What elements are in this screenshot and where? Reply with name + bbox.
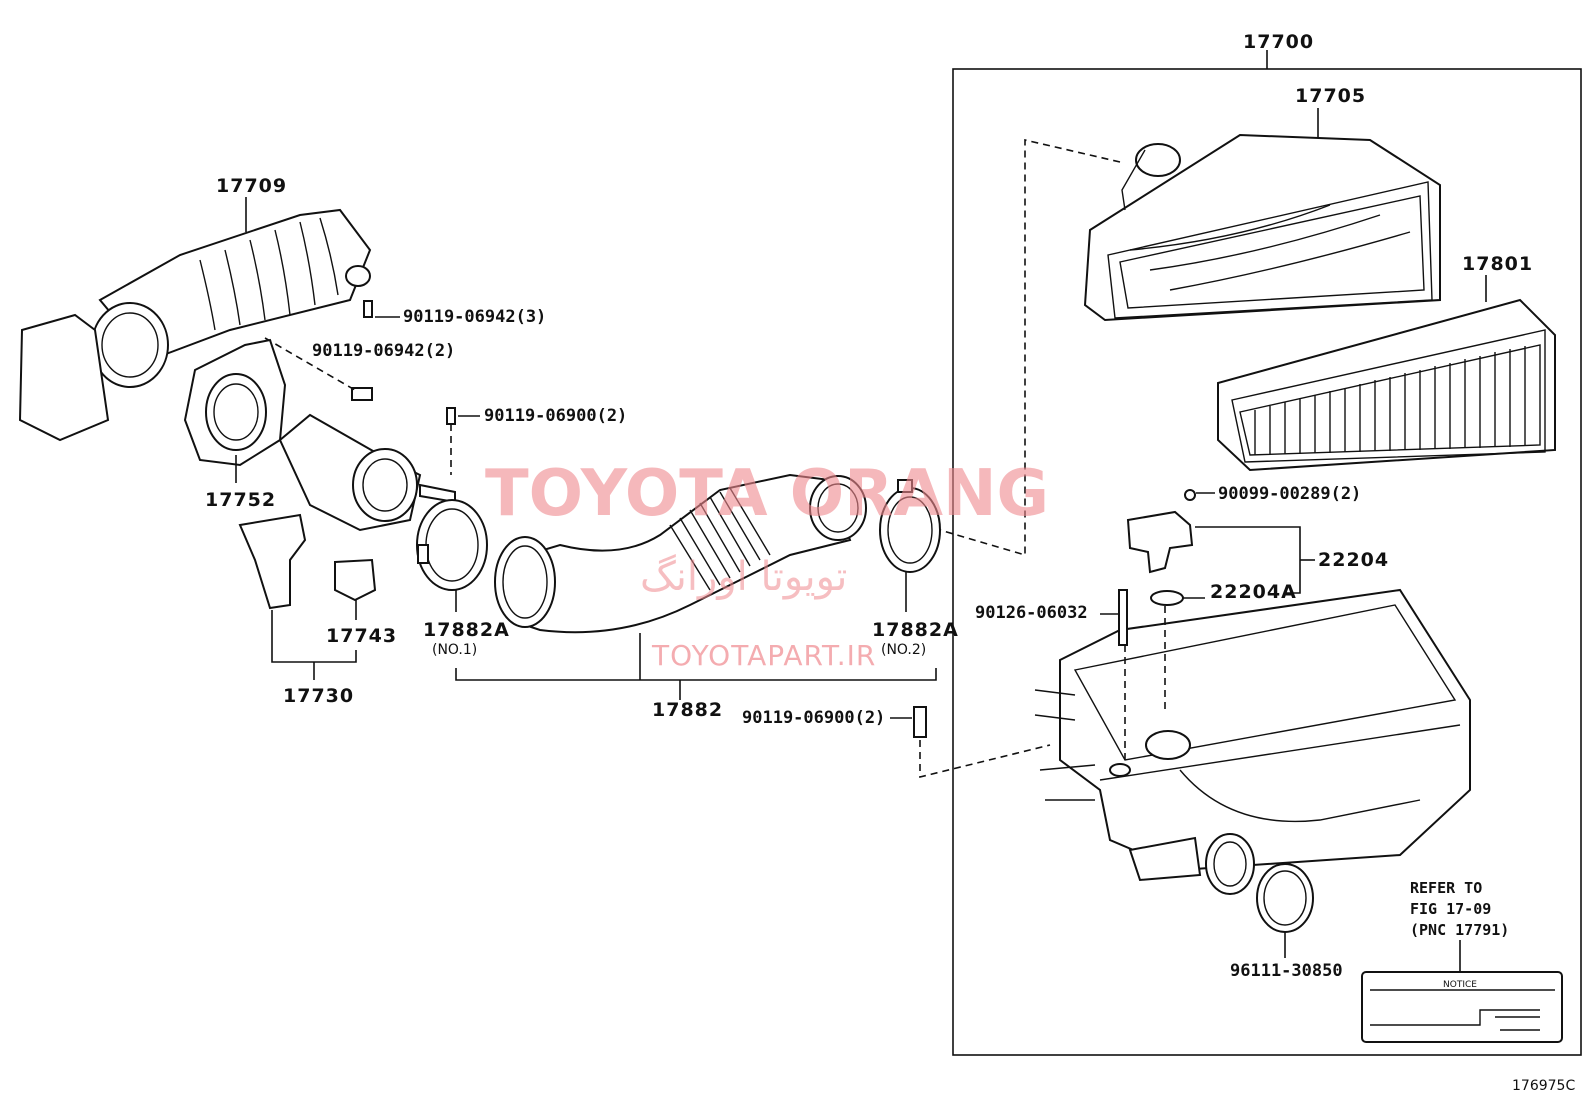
refer-line-2: FIG 17-09 [1410, 900, 1491, 918]
figure-id: 176975C [1512, 1078, 1575, 1094]
label-17700: 17700 [1243, 31, 1314, 53]
adapter-17752 [183, 338, 287, 467]
label-90119-06942-3: 90119-06942(3) [403, 307, 546, 327]
notice-text: NOTICE [1443, 980, 1477, 990]
notice-label [1361, 971, 1563, 1043]
label-17882: 17882 [652, 699, 723, 721]
watermark-main: TOYOTA ORANG [485, 457, 1049, 531]
hose-clamp-96111 [1256, 863, 1314, 933]
intake-hose-17709 [18, 208, 372, 442]
air-filter-element [1217, 298, 1556, 472]
air-cleaner-case [1034, 588, 1471, 895]
refer-line-3: (PNC 17791) [1410, 921, 1509, 939]
label-90119-06900-2b: 90119-06900(2) [742, 708, 885, 728]
label-90126-06032: 90126-06032 [975, 603, 1088, 623]
label-17709: 17709 [216, 175, 287, 197]
label-90099-00289-2: 90099-00289(2) [1218, 484, 1361, 504]
label-96111-30850: 96111-30850 [1230, 961, 1343, 981]
bracket-17743 [334, 558, 377, 602]
watermark-arabic: تویوتا اورانگ [640, 554, 847, 600]
refer-line-1: REFER TO [1410, 879, 1482, 897]
label-22204a: 22204A [1210, 581, 1297, 603]
air-cleaner-cap [1083, 133, 1441, 322]
label-17743: 17743 [326, 625, 397, 647]
airflow-meter-sensor [1126, 489, 1196, 606]
label-90119-06900-2a: 90119-06900(2) [484, 406, 627, 426]
label-17882a-no1: 17882A [423, 619, 510, 641]
label-90119-06942-2: 90119-06942(2) [312, 341, 455, 361]
label-17801: 17801 [1462, 253, 1533, 275]
intake-hose-17882 [494, 473, 867, 634]
label-17752: 17752 [205, 489, 276, 511]
watermark-site: TOYOTAPART.IR [651, 639, 876, 672]
label-17882a-no2: 17882A [872, 619, 959, 641]
resonator-17730 [238, 413, 456, 610]
label-22204: 22204 [1318, 549, 1389, 571]
label-no1: (NO.1) [432, 642, 477, 658]
label-17705: 17705 [1295, 85, 1366, 107]
label-no2: (NO.2) [881, 642, 926, 658]
label-17730: 17730 [283, 685, 354, 707]
